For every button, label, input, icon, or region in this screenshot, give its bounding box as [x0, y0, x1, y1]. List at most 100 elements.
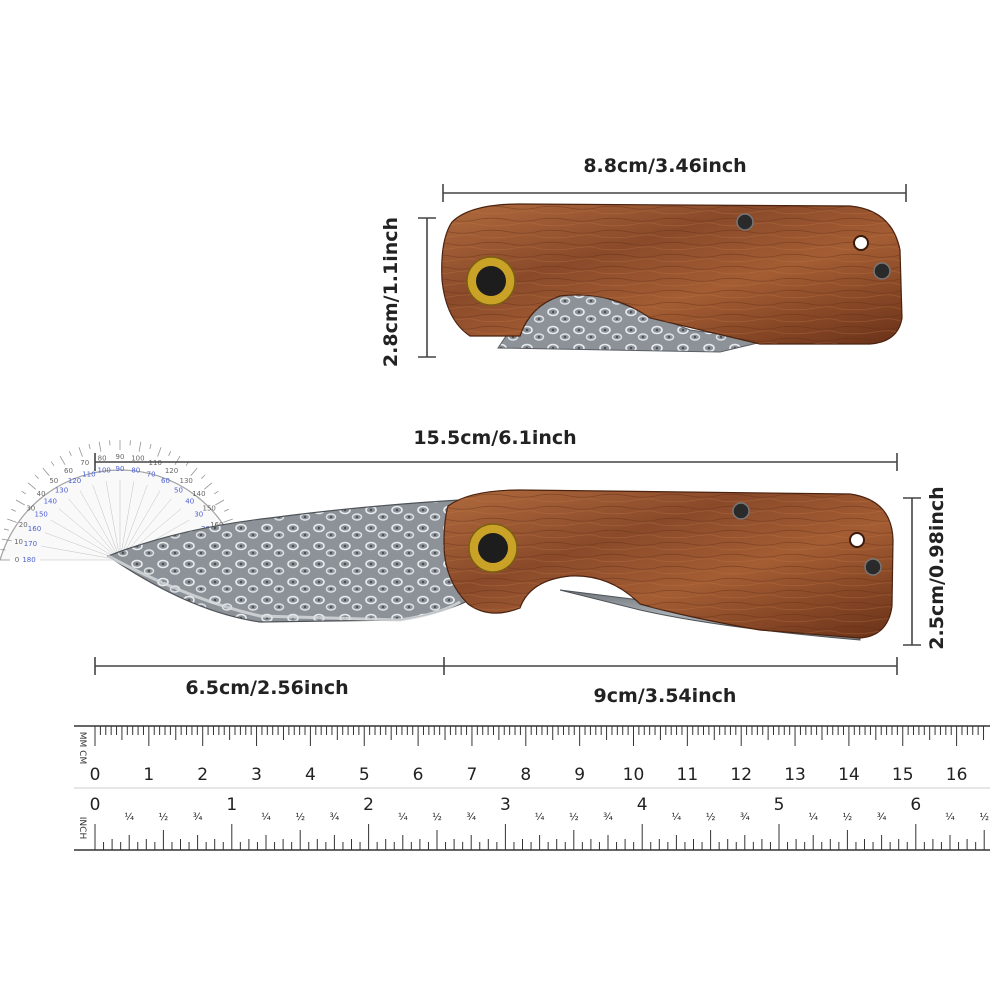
inch-fraction: ¾ — [877, 812, 887, 823]
protractor-number: 50 — [49, 477, 58, 485]
protractor-number: 150 — [203, 505, 216, 513]
protractor-tick — [88, 443, 91, 450]
protractor-number: 30 — [26, 505, 35, 513]
protractor-ray — [119, 484, 148, 561]
handle-length-label: 9cm/3.54inch — [594, 685, 737, 707]
protractor-tick — [78, 447, 83, 457]
open-height-label: 2.5cm/0.98inch — [926, 486, 948, 649]
protractor-number-inner: 80 — [131, 466, 140, 474]
protractor-tick — [59, 455, 66, 465]
inch-fraction: ½ — [295, 811, 305, 823]
protractor-number-inner: 160 — [28, 525, 41, 533]
inch-fraction: ½ — [159, 811, 169, 823]
dimension-labels: 8.8cm/3.46inch 2.8cm/1.1inch 15.5cm/6.1i… — [185, 155, 948, 707]
cm-number: 6 — [413, 765, 424, 785]
folded-knife — [441, 203, 903, 353]
protractor-number-inner: 120 — [68, 477, 81, 485]
protractor-number: 70 — [80, 459, 89, 467]
cm-number: 8 — [520, 765, 531, 785]
protractor-tick — [190, 467, 198, 476]
protractor-number: 0 — [15, 556, 19, 564]
protractor-number-inner: 180 — [22, 556, 35, 564]
protractor-tick — [201, 474, 206, 479]
protractor-tick — [15, 499, 25, 506]
cm-number: 7 — [467, 765, 478, 785]
protractor-number-inner: 70 — [147, 470, 156, 478]
protractor-ray — [119, 490, 161, 561]
lanyard-hole — [853, 235, 869, 251]
protractor-number: 60 — [64, 467, 73, 475]
inch-number: 5 — [774, 795, 785, 815]
protractor-tick — [50, 461, 55, 467]
cm-number: 2 — [197, 765, 208, 785]
cm-number: 0 — [90, 765, 101, 785]
inch-fraction: ¼ — [124, 811, 134, 823]
protractor-number: 110 — [149, 459, 162, 467]
protractor-ray — [44, 532, 121, 561]
protractor-tick — [21, 490, 27, 495]
inch-fraction: ½ — [432, 811, 442, 823]
inch-fraction: ½ — [706, 811, 716, 823]
dimension-lines — [94, 184, 921, 675]
cm-number: 13 — [784, 765, 806, 785]
inch-number: 4 — [637, 795, 648, 815]
protractor-ray — [79, 490, 121, 561]
inch-fraction: ¾ — [740, 812, 750, 823]
handle-screw — [732, 502, 750, 520]
protractor-number-inner: 40 — [185, 498, 194, 506]
protractor-number: 10 — [14, 538, 23, 546]
cm-number: 10 — [623, 765, 645, 785]
protractor-tick — [42, 467, 50, 476]
protractor-number-inner: 130 — [55, 486, 68, 494]
inch-fraction: ½ — [569, 811, 579, 823]
cm-number: 11 — [677, 765, 699, 785]
protractor-ray — [119, 481, 135, 561]
inch-fraction: ¼ — [261, 811, 271, 823]
protractor-number: 40 — [37, 490, 46, 498]
inch-number: 2 — [363, 795, 374, 815]
protractor-number-inner: 30 — [194, 511, 203, 519]
protractor-number-inner: 60 — [161, 477, 170, 485]
open-blade — [106, 499, 471, 623]
protractor-tick — [174, 455, 181, 465]
inch-fraction: ¾ — [603, 812, 613, 823]
inch-fraction: ¼ — [672, 811, 682, 823]
inch-number: 3 — [500, 795, 511, 815]
folded-height-label: 2.8cm/1.1inch — [380, 217, 402, 367]
protractor-number-inner: 110 — [82, 470, 95, 478]
protractor-tick — [1, 538, 12, 542]
protractor-number: 120 — [165, 467, 178, 475]
cm-number: 3 — [251, 765, 262, 785]
protractor-number-inner: 90 — [116, 465, 125, 473]
protractor-tick — [11, 508, 16, 512]
inch-fraction: ¾ — [193, 812, 203, 823]
protractor-tick — [149, 443, 152, 450]
folded-length-label: 8.8cm/3.46inch — [583, 155, 746, 177]
cm-number: 4 — [305, 765, 316, 785]
inch-fraction: ¼ — [535, 811, 545, 823]
inch-fraction: ¼ — [945, 811, 955, 823]
protractor-tick — [27, 482, 36, 490]
protractor-number: 130 — [180, 477, 193, 485]
inch-fraction: ¾ — [466, 812, 476, 823]
inch-number: 1 — [226, 795, 237, 815]
protractor-tick — [213, 490, 219, 495]
protractor-tick — [34, 474, 39, 479]
cm-unit-label: MM CM — [77, 732, 87, 764]
protractor-number: 140 — [192, 490, 205, 498]
inch-unit-label: INCH — [77, 817, 87, 839]
cm-number: 5 — [359, 765, 370, 785]
protractor-ray — [58, 508, 121, 561]
protractor-tick — [68, 451, 72, 456]
inch-fraction: ½ — [843, 811, 853, 823]
cm-number: 14 — [838, 765, 860, 785]
protractor-tick — [157, 447, 162, 457]
protractor-number: 160 — [210, 521, 223, 529]
protractor-number: 20 — [19, 521, 28, 529]
inch-fraction: ¼ — [398, 811, 408, 823]
cm-number: 16 — [946, 765, 968, 785]
protractor-tick — [3, 528, 10, 531]
